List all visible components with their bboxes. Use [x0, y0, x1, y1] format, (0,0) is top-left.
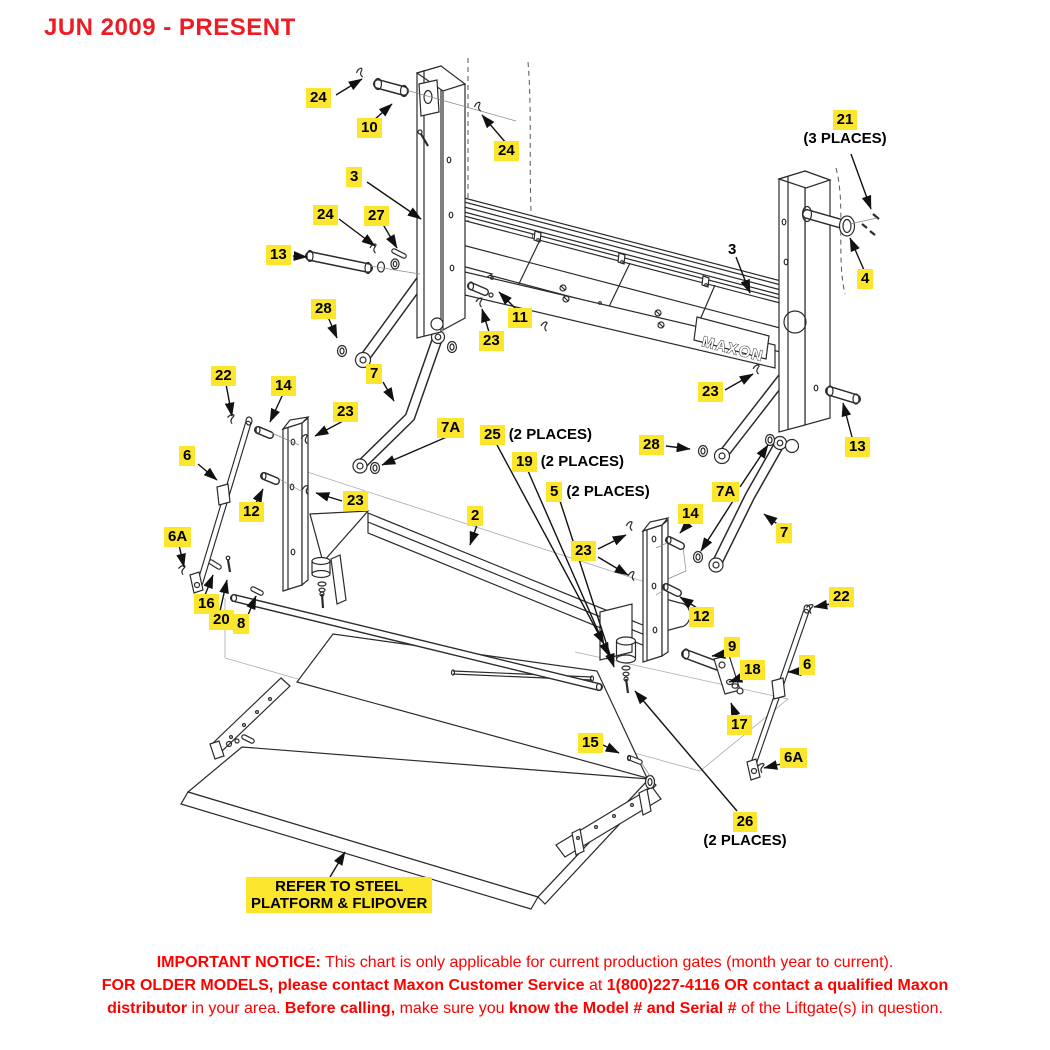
- callout-7A: 7A: [437, 418, 465, 438]
- callout-22: 22: [211, 366, 236, 386]
- callout-5: 5(2 PLACES): [546, 482, 650, 502]
- callout-28: 28: [311, 299, 336, 319]
- callout-12: 12: [689, 607, 714, 627]
- callout-11: 11: [508, 308, 532, 328]
- callout-24: 24: [494, 141, 519, 161]
- notice-line-2: FOR OLDER MODELS, please contact Maxon C…: [101, 977, 949, 994]
- callout-7: 7: [366, 364, 383, 384]
- callout-19: 19(2 PLACES): [512, 452, 624, 472]
- callout-13: 13: [845, 437, 870, 457]
- callout-7: 7: [776, 523, 793, 543]
- callout-17: 17: [727, 715, 752, 735]
- callout-8: 8: [233, 614, 250, 634]
- main-crossmember: MAXON: [446, 193, 782, 369]
- callout-23: 23: [343, 491, 368, 511]
- callout-4: 4: [857, 269, 874, 289]
- callout-15: 15: [578, 733, 603, 753]
- callout-leaders: [176, 78, 872, 878]
- left-column: [305, 65, 517, 339]
- hidden-dashed-lines: [467, 58, 846, 301]
- notice-line-1: IMPORTANT NOTICE: This chart is only app…: [156, 954, 894, 971]
- page-title: JUN 2009 - PRESENT: [44, 14, 296, 41]
- notice-line-3: distributor in your area. Before calling…: [107, 1000, 943, 1017]
- callout-14: 14: [678, 504, 703, 524]
- callout-6A: 6A: [780, 748, 808, 768]
- platform-assembly: [180, 633, 662, 910]
- callout-9: 9: [724, 637, 741, 657]
- callout-22: 22: [829, 587, 854, 607]
- callout-10: 10: [357, 118, 382, 138]
- callout-24: 24: [313, 205, 338, 225]
- callout-3-plain: 3: [728, 241, 737, 258]
- callout-6A: 6A: [164, 527, 192, 547]
- callout-23: 23: [698, 382, 723, 402]
- callout-12: 12: [239, 502, 264, 522]
- callout-26: 26(2 PLACES): [703, 812, 787, 849]
- platform-reference-note: REFER TO STEEL PLATFORM & FLIPOVER: [246, 877, 433, 913]
- callout-23: 23: [571, 541, 596, 561]
- callout-28: 28: [639, 435, 664, 455]
- callout-6: 6: [799, 655, 816, 675]
- note-line-2: PLATFORM & FLIPOVER: [251, 895, 428, 912]
- tension-rods: [176, 412, 816, 781]
- callout-14: 14: [271, 376, 296, 396]
- note-line-1: REFER TO STEEL: [275, 878, 404, 895]
- left-lower-bracket: [254, 416, 347, 609]
- important-notice: IMPORTANT NOTICE: This chart is only app…: [20, 951, 1030, 1020]
- callout-20: 20: [209, 610, 234, 630]
- callout-16: 16: [194, 594, 219, 614]
- callout-27: 27: [364, 206, 389, 226]
- callout-13: 13: [266, 245, 291, 265]
- callout-7A: 7A: [712, 482, 740, 502]
- callout-24: 24: [306, 88, 331, 108]
- callout-6: 6: [179, 446, 196, 466]
- lower-beam-and-torsion-bar: [208, 510, 651, 692]
- callout-2: 2: [467, 506, 484, 526]
- right-column: [777, 170, 880, 454]
- callout-21: 21(3 PLACES): [803, 110, 887, 147]
- callout-23: 23: [479, 331, 504, 351]
- callout-25: 25(2 PLACES): [480, 425, 592, 445]
- callout-3: 3: [346, 167, 363, 187]
- callout-18: 18: [740, 660, 765, 680]
- callout-23: 23: [333, 402, 358, 422]
